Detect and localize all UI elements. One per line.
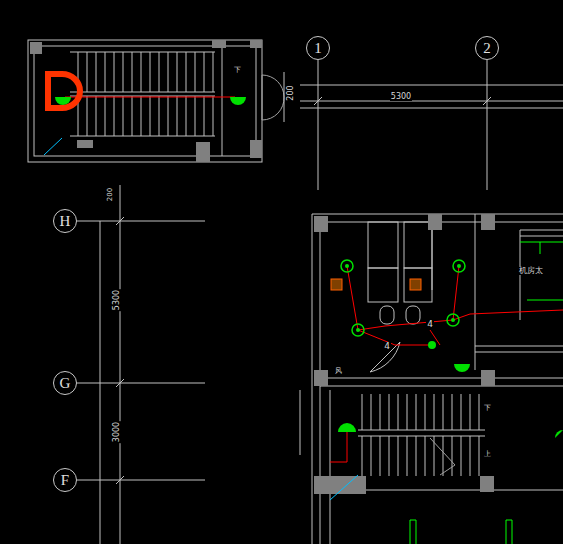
axis-bubble: F <box>53 468 77 492</box>
axis-bubble: H <box>53 209 77 233</box>
plan-label: 风 <box>334 368 343 375</box>
axis-label: 2 <box>483 41 491 56</box>
axis-bubble: 1 <box>306 36 330 60</box>
axis-label: H <box>60 214 71 229</box>
axis-label: F <box>61 473 69 488</box>
plan-label: 4 <box>426 320 434 329</box>
plan-label: 上 <box>483 451 492 458</box>
plan-label: 机房太 <box>518 267 544 275</box>
plan-label: 下 <box>483 405 492 412</box>
plan-label: 4 <box>383 342 391 351</box>
plan-label: 5300 <box>390 93 412 101</box>
plan-label: 3000 <box>113 421 121 443</box>
plan-label: 200 <box>108 186 115 201</box>
axis-label: 1 <box>314 41 322 56</box>
axis-bubble: 2 <box>475 36 499 60</box>
axis-label: G <box>60 376 71 391</box>
plan-label: 200 <box>287 84 295 101</box>
plan-label: 5300 <box>113 289 121 311</box>
axis-bubble: G <box>53 371 77 395</box>
plan-label: 下 <box>233 67 242 74</box>
